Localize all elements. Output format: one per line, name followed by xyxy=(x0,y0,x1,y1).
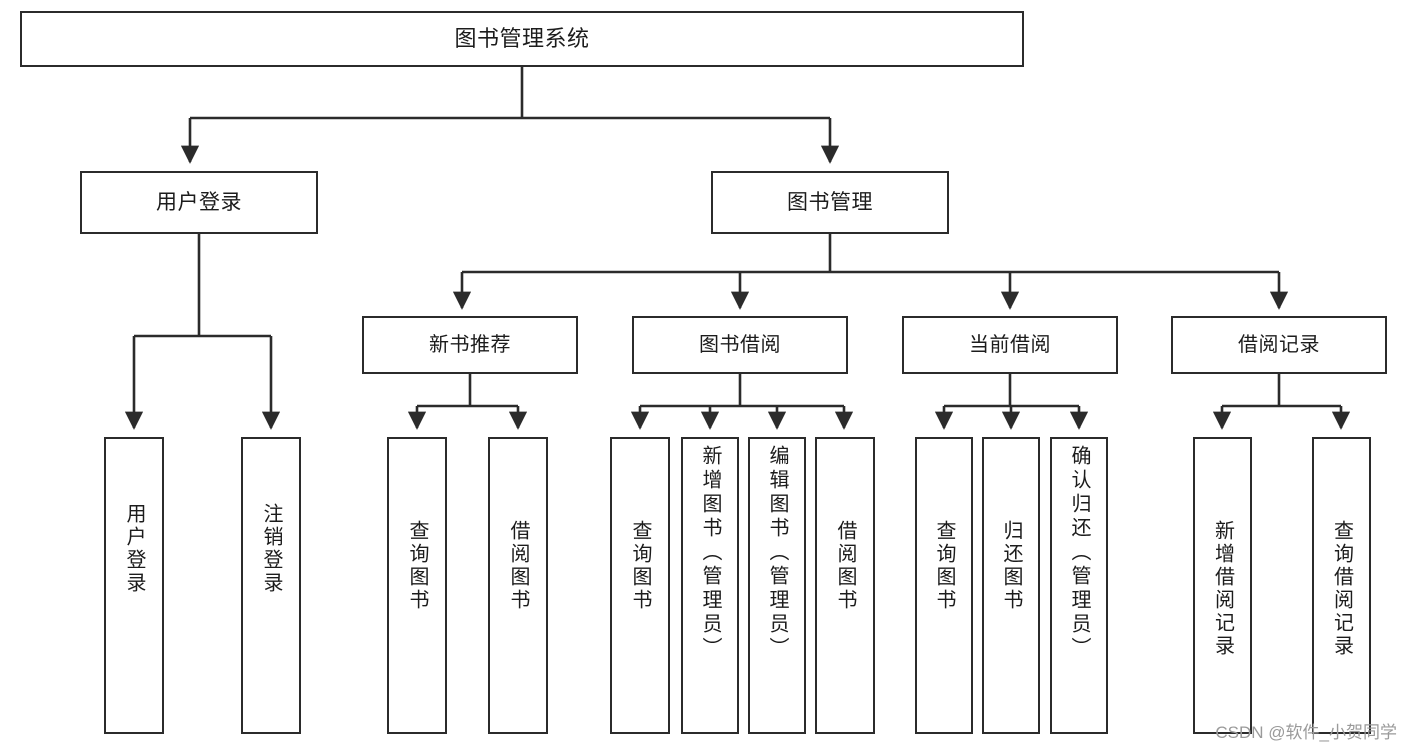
node-book-borrow[interactable]: 图书借阅 xyxy=(632,316,848,374)
node-label: 用户登录 xyxy=(123,503,145,595)
leaf-user-login-sign-out[interactable]: 注销登录 xyxy=(241,437,301,734)
leaf-borrow-record-query-record[interactable]: 查询借阅记录 xyxy=(1312,437,1371,734)
node-label: 新增图书（管理员） xyxy=(699,445,721,661)
node-label: 借阅图书 xyxy=(834,520,856,612)
node-label: 确认归还（管理员） xyxy=(1068,445,1090,661)
node-label: 用户登录 xyxy=(156,190,242,214)
leaf-book-borrow-add-book-admin[interactable]: 新增图书（管理员） xyxy=(681,437,739,734)
leaf-book-borrow-edit-book-admin[interactable]: 编辑图书（管理员） xyxy=(748,437,806,734)
leaf-current-borrow-return-book[interactable]: 归还图书 xyxy=(982,437,1040,734)
leaf-book-borrow-borrow-book[interactable]: 借阅图书 xyxy=(815,437,875,734)
node-current-borrow[interactable]: 当前借阅 xyxy=(902,316,1118,374)
node-label: 查询图书 xyxy=(629,520,651,612)
node-label: 归还图书 xyxy=(1000,520,1022,612)
node-label: 借阅图书 xyxy=(507,520,529,612)
node-label: 编辑图书（管理员） xyxy=(766,445,788,661)
leaf-user-login-sign-in[interactable]: 用户登录 xyxy=(104,437,164,734)
node-borrow-record[interactable]: 借阅记录 xyxy=(1171,316,1387,374)
node-user-login[interactable]: 用户登录 xyxy=(80,171,318,234)
watermark: CSDN @软件_小贺同学 xyxy=(1215,723,1397,742)
node-root-book-management-system[interactable]: 图书管理系统 xyxy=(20,11,1024,67)
node-label: 图书管理系统 xyxy=(454,25,590,51)
node-label: 借阅记录 xyxy=(1238,333,1320,356)
node-label: 新增借阅记录 xyxy=(1211,520,1234,658)
leaf-book-borrow-query-book[interactable]: 查询图书 xyxy=(610,437,670,734)
node-label: 图书借阅 xyxy=(699,333,781,356)
leaf-new-book-query-book[interactable]: 查询图书 xyxy=(387,437,447,734)
node-label: 当前借阅 xyxy=(969,333,1051,356)
node-label: 查询图书 xyxy=(406,520,428,612)
leaf-new-book-borrow-book[interactable]: 借阅图书 xyxy=(488,437,548,734)
node-label: 查询借阅记录 xyxy=(1330,520,1353,658)
node-label: 新书推荐 xyxy=(429,333,511,356)
leaf-current-borrow-confirm-return-admin[interactable]: 确认归还（管理员） xyxy=(1050,437,1108,734)
leaf-current-borrow-query-book[interactable]: 查询图书 xyxy=(915,437,973,734)
node-label: 图书管理 xyxy=(787,190,873,214)
node-label: 注销登录 xyxy=(260,503,282,595)
leaf-borrow-record-add-record[interactable]: 新增借阅记录 xyxy=(1193,437,1252,734)
node-book-management[interactable]: 图书管理 xyxy=(711,171,949,234)
node-new-book-recommend[interactable]: 新书推荐 xyxy=(362,316,578,374)
node-label: 查询图书 xyxy=(933,520,955,612)
